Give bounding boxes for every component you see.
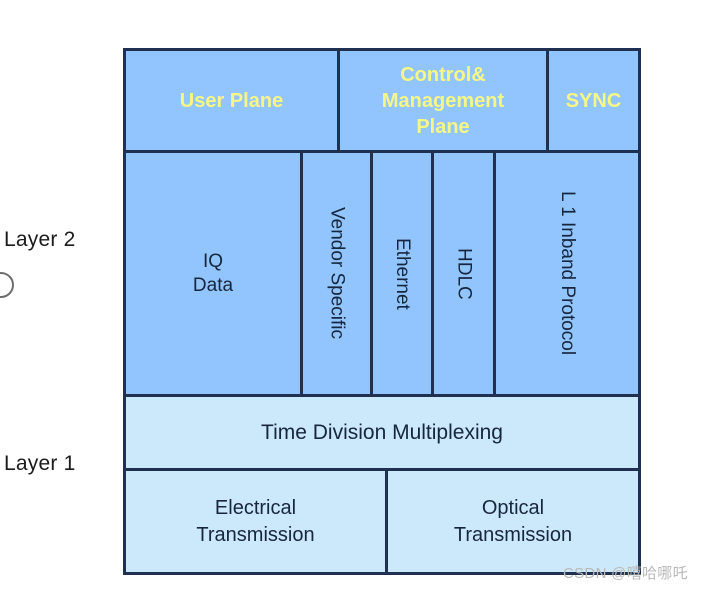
cell-hdlc: HDLC (431, 153, 493, 394)
cell-user-plane: User Plane (126, 51, 337, 150)
cell-vendor-specific: Vendor Specific (300, 153, 370, 394)
cell-vendor-specific-label: Vendor Specific (326, 207, 348, 340)
layer-1-label: Layer 1 (4, 452, 76, 475)
clipped-circle-artifact (0, 272, 14, 298)
cell-l1-inband-protocol: L 1 Inband Protocol (493, 153, 638, 394)
cell-l1-inband-protocol-label: L 1 Inband Protocol (557, 191, 578, 356)
csdn-watermark: CSDN @嘻哈哪吒 (563, 565, 688, 582)
tdm-row: Time Division Multiplexing (126, 397, 638, 471)
cell-ethernet: Ethernet (370, 153, 431, 394)
cell-time-division-multiplexing: Time Division Multiplexing (261, 420, 503, 444)
cell-hdlc-label: HDLC (453, 247, 475, 300)
cell-ethernet-label: Ethernet (392, 237, 413, 310)
layer-2-label: Layer 2 (4, 228, 76, 251)
cell-sync: SYNC (546, 51, 638, 150)
